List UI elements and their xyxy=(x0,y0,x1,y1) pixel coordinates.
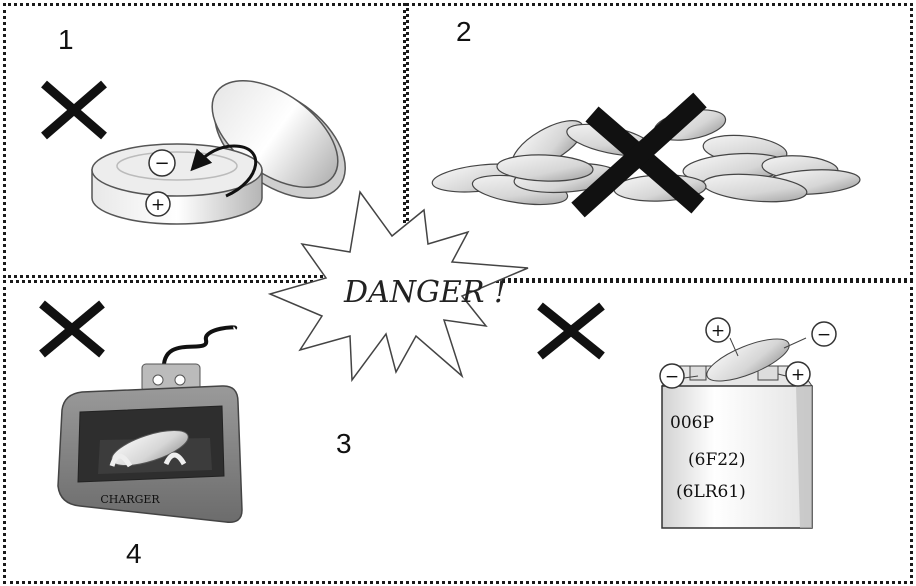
label-2: 2 xyxy=(456,16,472,47)
coin-battery-flat xyxy=(91,143,263,225)
minus-terminal-icon-coin: − xyxy=(811,321,837,347)
battery-code-2: (6LR61) xyxy=(676,482,746,502)
plus-terminal-icon: + xyxy=(145,191,171,217)
9v-battery: 006P (6F22) (6LR61) xyxy=(661,338,813,529)
svg-text:+: + xyxy=(711,321,725,341)
svg-text:−: − xyxy=(817,325,831,345)
svg-text:−: − xyxy=(154,153,169,174)
cross-mark-4 xyxy=(537,302,605,360)
svg-text:−: − xyxy=(665,367,679,387)
label-3: 3 xyxy=(336,428,352,459)
flip-arrow-icon xyxy=(190,144,258,198)
cross-mark-2 xyxy=(571,92,707,218)
plus-terminal-icon-9v: + xyxy=(785,361,811,387)
danger-text: DANGER ! xyxy=(343,275,506,310)
charger-device: CHARGER xyxy=(57,325,243,523)
svg-text:+: + xyxy=(151,195,165,215)
panel-2-loose-pile xyxy=(406,3,913,281)
plus-terminal-icon-coin: + xyxy=(705,317,731,343)
label-1: 1 xyxy=(58,24,74,55)
minus-terminal-icon-9v: − xyxy=(659,363,685,389)
danger-burst: DANGER ! xyxy=(267,190,529,383)
battery-model: 006P xyxy=(670,413,714,433)
charger-label: CHARGER xyxy=(100,493,160,506)
minus-terminal-icon: − xyxy=(148,149,176,177)
cross-mark-1 xyxy=(41,80,107,140)
cross-mark-3 xyxy=(39,300,105,358)
svg-text:+: + xyxy=(791,365,805,385)
battery-code-1: (6F22) xyxy=(688,450,746,470)
panel-1-reversed-polarity xyxy=(3,3,406,278)
label-4: 4 xyxy=(126,538,142,569)
